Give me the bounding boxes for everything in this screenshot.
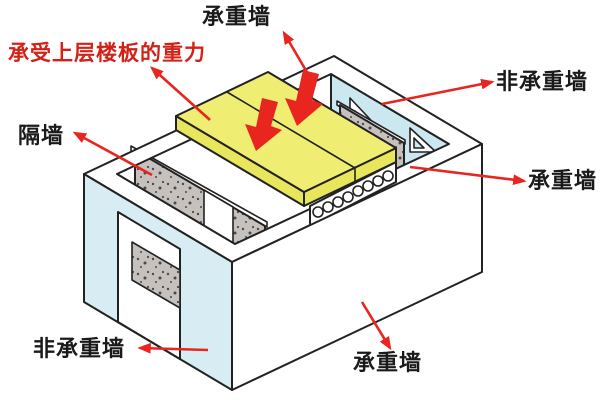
arrow-to-top-load-bearing-label <box>282 30 313 80</box>
slab-joint-line <box>226 91 356 169</box>
label-top-load-bearing-wall: 承重墙 <box>202 4 272 29</box>
arrow-to-bottom-left-non-load-bearing-label <box>137 342 209 354</box>
label-bottom-load-bearing-wall: 承重墙 <box>353 350 423 375</box>
arrow-to-right-load-bearing-label <box>409 165 527 186</box>
annotation-arrows <box>72 30 527 354</box>
load-force-arrow-icon <box>285 70 323 126</box>
front-right-wall <box>231 143 483 391</box>
slab-top-face <box>175 71 397 193</box>
label-bottom-left-non-load-bearing-wall: 非承重墙 <box>33 336 126 361</box>
partition-seen-through-door <box>131 241 181 309</box>
arrow-to-right-non-load-bearing-label <box>381 78 495 106</box>
label-gravity-note: 承受上层楼板的重力 <box>8 42 206 65</box>
label-right-load-bearing-wall: 承重墙 <box>528 168 598 193</box>
arrow-to-partition-label <box>72 131 153 177</box>
load-force-arrow-icon <box>245 98 282 151</box>
floor-slab <box>175 71 397 207</box>
arrow-to-gravity-note <box>149 66 211 121</box>
arrow-to-bottom-load-bearing-label <box>360 301 392 351</box>
label-right-non-load-bearing-wall: 非承重墙 <box>496 69 589 94</box>
wall-opening-triangle-inner <box>413 137 425 149</box>
front-left-wall <box>83 173 233 391</box>
label-partition-wall: 隔墙 <box>18 123 65 148</box>
